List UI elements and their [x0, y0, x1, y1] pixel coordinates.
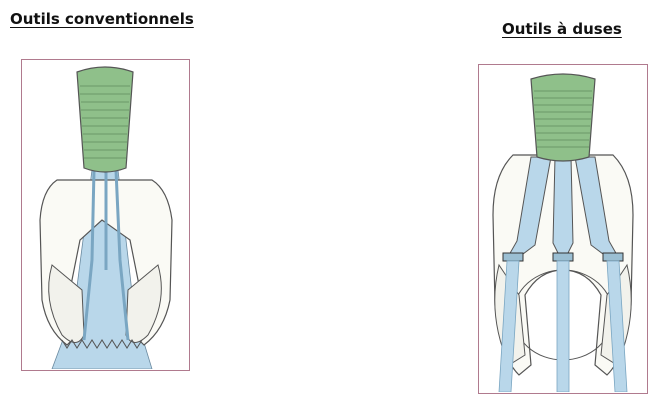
conventional-bit-drawing	[22, 60, 188, 369]
title-nozzle-bits: Outils à duses	[502, 20, 622, 38]
conventional-bit-figure	[21, 59, 190, 371]
nozzle-left	[503, 253, 523, 261]
nozzle-center	[553, 253, 573, 261]
nozzle-bit-drawing	[479, 65, 646, 392]
nozzle-bit-figure	[478, 64, 648, 394]
threaded-shank	[531, 74, 595, 161]
nozzle-right	[603, 253, 623, 261]
fluid-jet-center	[557, 261, 569, 392]
threaded-shank	[77, 67, 133, 172]
title-conventional-bits: Outils conventionnels	[10, 10, 194, 28]
nozzle-channel-center	[553, 157, 573, 255]
